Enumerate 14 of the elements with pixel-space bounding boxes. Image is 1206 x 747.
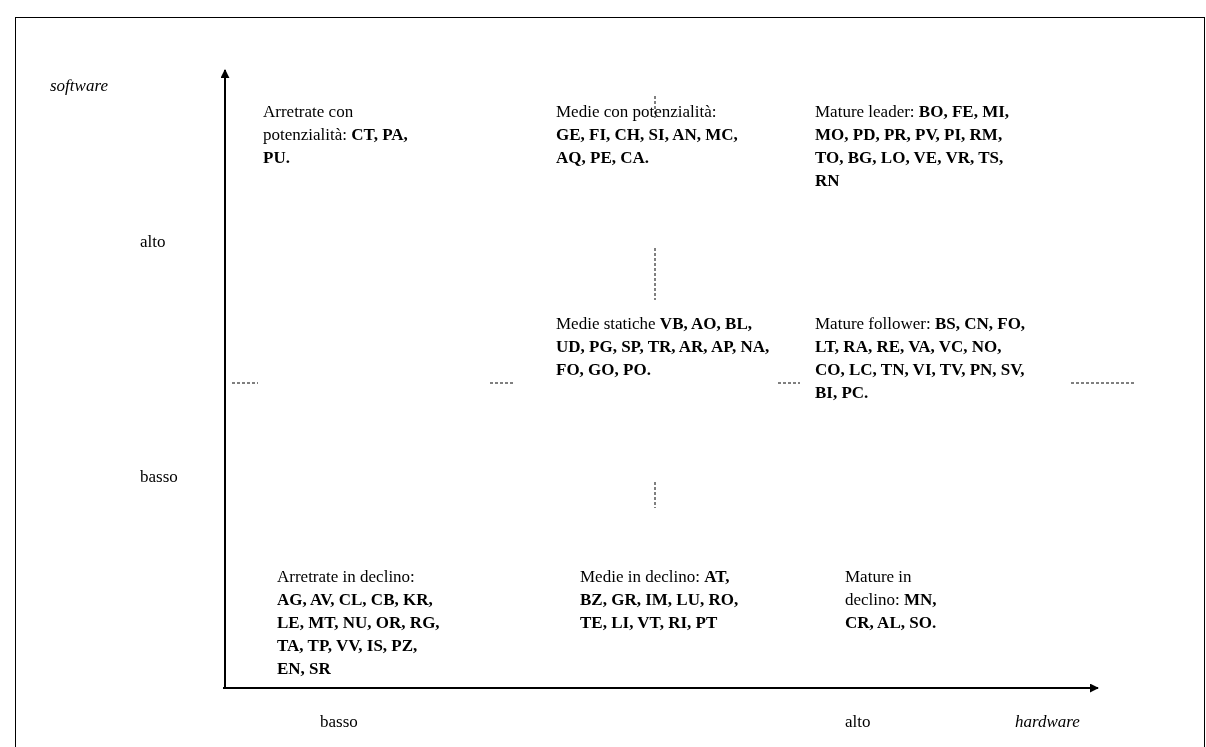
axis-tick-label: basso bbox=[140, 466, 179, 488]
quadrant-text: Mature leader: BO, FE, MI, MO, PD, PR, PV, PI, RM, TO, BG, LO, VE, VR, TS, RN bbox=[815, 101, 1011, 192]
quadrant-text: Arretrate con potenzialità: CT, PA, PU. bbox=[263, 101, 409, 169]
axis-tick-label: alto bbox=[140, 231, 167, 253]
axis-title: hardware bbox=[1015, 711, 1081, 733]
quadrant-text: Mature in declino: MN, CR, AL, SO. bbox=[845, 566, 938, 634]
quadrant-text: Mature follower: BS, CN, FO, LT, RA, RE, VA, VC, NO, CO, LC, TN, VI, TV, PN, SV, BI, PC. bbox=[815, 313, 1027, 404]
axis-tick-label: basso bbox=[320, 711, 359, 733]
axis-title: software bbox=[50, 75, 109, 97]
quadrant-text: Medie in declino: AT, BZ, GR, IM, LU, RO, TE, LI, VT, RI, PT bbox=[580, 566, 740, 634]
quadrant-text: Medie con potenzialità: GE, FI, CH, SI, AN, MC, AQ, PE, CA. bbox=[556, 101, 739, 169]
quadrant-text: Medie statiche VB, AO, BL, UD, PG, SP, TR, AR, AP, NA, FO, GO, PO. bbox=[556, 313, 771, 381]
axis-tick-label: alto bbox=[845, 711, 872, 733]
quadrant-text: Arretrate in declino: AG, AV, CL, CB, KR, LE, MT, NU, OR, RG, TA, TP, VV, IS, PZ, EN, SR bbox=[277, 566, 441, 680]
